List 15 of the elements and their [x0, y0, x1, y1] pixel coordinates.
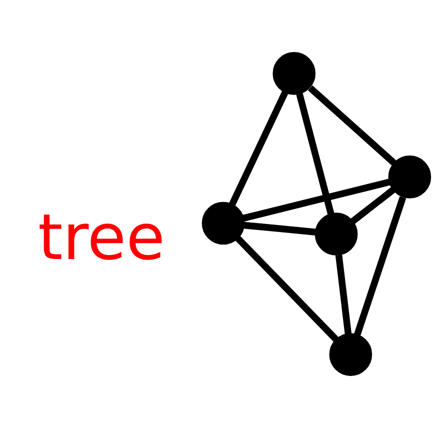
- connector: [296, 92, 334, 215]
- connector: [234, 235, 338, 342]
- connector: [228, 90, 288, 206]
- node-circle: [328, 332, 372, 376]
- connector: [243, 221, 316, 235]
- connector: [242, 178, 390, 222]
- node-circle: [272, 52, 316, 94]
- node-circle: [201, 201, 244, 244]
- connector: [350, 186, 395, 224]
- label: tree: [37, 199, 164, 274]
- node-circle: [388, 155, 431, 198]
- connector: [354, 196, 406, 336]
- node-circle: [314, 212, 358, 256]
- connector: [307, 84, 396, 166]
- connector: [334, 254, 352, 334]
